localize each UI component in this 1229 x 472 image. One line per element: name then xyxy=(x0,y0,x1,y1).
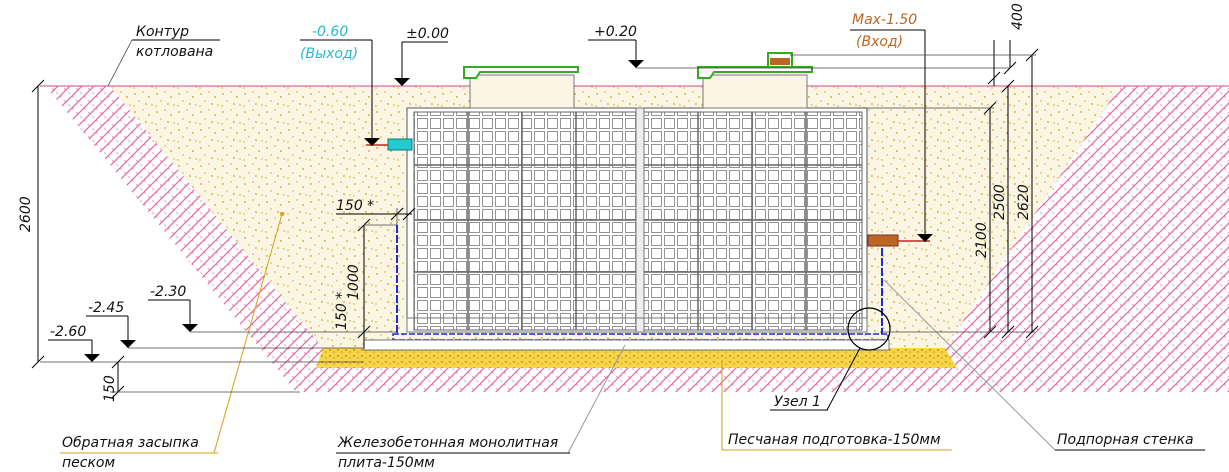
dim-400-text: 400 xyxy=(1010,3,1026,30)
node-label: Узел 1 xyxy=(774,394,821,410)
level-260: -2.60 xyxy=(40,324,364,363)
backfill-leader xyxy=(213,213,283,454)
dim-150-bottom-text: 150 xyxy=(102,375,118,402)
level-outlet: -0.60 (Выход) xyxy=(300,24,380,146)
wall-leader xyxy=(883,279,1056,451)
dim-400: 400 xyxy=(987,3,1026,86)
backfill-label-1: Обратная засыпка xyxy=(62,435,199,451)
pit-outline-label-1: Контур xyxy=(136,24,189,40)
wall-label: Подпорная стенка xyxy=(1057,432,1194,448)
slab-body xyxy=(363,339,890,351)
level-inlet: Max-1.50 (Вход) xyxy=(850,12,933,242)
dim-2600-text: 2600 xyxy=(18,196,34,232)
hatch-band xyxy=(45,86,1229,392)
dim-150-star-vertical: 150 * xyxy=(334,292,365,348)
pit-leader xyxy=(107,39,133,87)
level-230-text: -2.30 xyxy=(150,284,186,300)
node-leader xyxy=(826,347,861,411)
slab-leader xyxy=(567,344,626,454)
dim-1000-text: 1000 xyxy=(346,264,362,300)
dim-2600: 2600 xyxy=(18,79,45,369)
level-plus020: +0.20 xyxy=(588,24,1010,69)
inlet-pipe xyxy=(867,234,899,247)
level-245-text: -2.45 xyxy=(88,300,124,316)
plus020-level: +0.20 xyxy=(594,24,637,40)
inlet-level-value: Max-1.50 xyxy=(852,12,917,28)
slab-label-2: плита-150мм xyxy=(338,455,435,471)
outlet-pipe xyxy=(387,138,413,151)
lids xyxy=(463,52,813,79)
slab-label-1: Железобетонная монолитная xyxy=(337,435,558,451)
level-zero: ±0.00 xyxy=(394,26,449,86)
level-260-text: -2.60 xyxy=(50,324,86,340)
outlet-level-name: (Выход) xyxy=(300,46,358,62)
backfill-label-2: песком xyxy=(62,455,115,471)
node-circle xyxy=(847,307,891,351)
sand-bed xyxy=(316,348,957,368)
dim-2620-text: 2620 xyxy=(1016,184,1032,220)
dim-150a-text: 150 * xyxy=(336,198,374,214)
level-245: -2.45 xyxy=(86,300,364,349)
pit-outline-label-2: котлована xyxy=(136,44,213,60)
dim-150b-text: 150 * xyxy=(334,292,350,330)
septic-tank xyxy=(406,74,868,333)
below-ground-blank xyxy=(0,392,1229,472)
level-230: -2.30 xyxy=(148,284,397,333)
dim-150-star-horizontal: 150 * xyxy=(336,198,416,225)
dim-2500: 2500 xyxy=(992,79,1015,339)
dim-2100-text: 2100 xyxy=(974,222,990,258)
dim-150-bottom: 150 xyxy=(102,355,300,402)
inlet-level-name: (Вход) xyxy=(856,34,903,50)
zero-level: ±0.00 xyxy=(406,26,449,42)
outlet-level-value: -0.60 xyxy=(312,24,348,40)
dim-2620: 2620 xyxy=(790,48,1039,339)
sandbed-label: Песчаная подготовка-150мм xyxy=(728,432,941,448)
dim-2500-text: 2500 xyxy=(992,184,1008,220)
dim-2100: 2100 xyxy=(862,101,1035,339)
